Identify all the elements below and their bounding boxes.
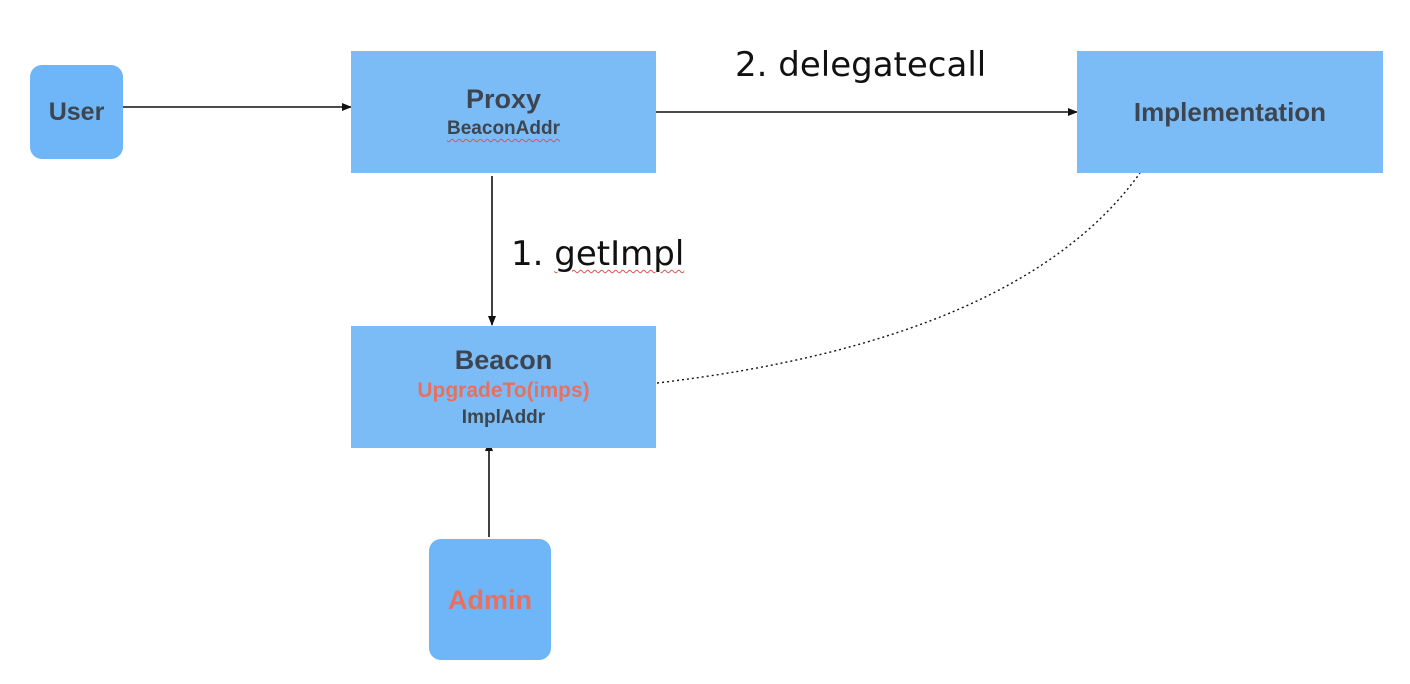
admin-node-title: Admin [448, 584, 532, 615]
implementation-node-title: Implementation [1133, 97, 1327, 127]
beacon-node-field: ImplAddr [461, 407, 546, 428]
edge-label-delegatecall-text: delegatecall [778, 45, 987, 85]
beacon-node-title: Beacon [454, 345, 553, 375]
dotted-link-beacon-implementation [656, 172, 1141, 384]
user-node: User [30, 65, 123, 159]
edge-label-getimpl-text: getImpl [554, 234, 685, 274]
proxy-node-field: BeaconAddr [447, 118, 560, 139]
edge-label-getimpl: 1. getImpl [511, 234, 684, 274]
implementation-node: Implementation [1077, 51, 1383, 173]
beacon-node-method: UpgradeTo(imps) [417, 379, 590, 402]
proxy-node-title: Proxy [465, 84, 542, 114]
edge-label-getimpl-number: 1. [511, 234, 544, 274]
user-node-title: User [48, 98, 105, 126]
edge-label-delegatecall: 2. delegatecall [735, 45, 986, 85]
admin-node: Admin [429, 539, 551, 660]
beacon-node: Beacon UpgradeTo(imps) ImplAddr [351, 326, 656, 448]
proxy-node: Proxy BeaconAddr [351, 51, 656, 173]
edge-label-delegatecall-number: 2. [735, 45, 768, 85]
